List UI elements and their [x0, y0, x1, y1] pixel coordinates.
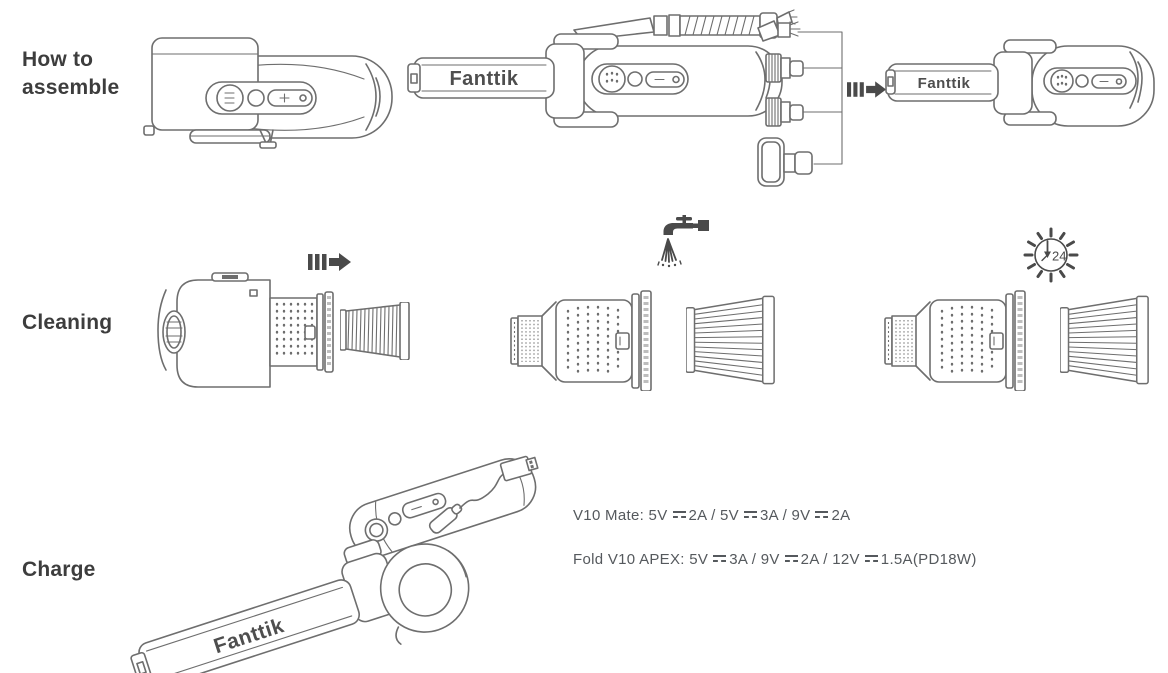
dc-symbol-icon	[672, 511, 686, 518]
filter-housing-rinse-illustration	[510, 284, 778, 396]
usb-cable-illustration	[428, 455, 539, 534]
dc-symbol-icon	[743, 511, 757, 518]
spec-amps: 3A	[729, 551, 748, 568]
assemble-label-line2: assemble	[22, 76, 120, 99]
spec-amps: 3A	[759, 507, 779, 524]
brush-nozzle-1	[765, 53, 804, 83]
brand-logo-assembled: Fanttik	[918, 75, 971, 92]
hose-end-fitting	[757, 20, 801, 42]
dc-symbol-icon	[784, 555, 798, 562]
unfolded-vacuum-with-hose-illustration: Fanttik	[406, 8, 798, 146]
hepa-filter-removed	[340, 302, 410, 360]
brush-nozzle-2	[765, 97, 804, 127]
spec-volts: 5V	[689, 551, 709, 568]
spec-separator: /	[706, 507, 721, 524]
section-label-charge: Charge	[22, 558, 96, 581]
spec-amps: 2A	[831, 507, 851, 524]
charging-vacuum-illustration: Fanttik	[98, 455, 563, 673]
charge-spec-line-2: Fold V10 APEX: 5V 3A / 9V 2A / 12V 1.5A(PD1…	[573, 551, 977, 568]
sun-hours-label: 24	[1052, 249, 1066, 264]
charge-spec-line-1: V10 Mate: 5V 2A / 5V 3A / 9V 2A	[573, 507, 850, 524]
spec-separator: /	[818, 551, 833, 568]
spec-separator: /	[747, 551, 761, 568]
water-tap-icon	[656, 214, 712, 272]
spec-volts: 9V	[760, 551, 780, 568]
wide-nozzle	[757, 137, 813, 187]
spec-separator: /	[778, 507, 792, 524]
spec-volts: 5V	[720, 507, 739, 524]
folded-vacuum-illustration	[140, 30, 398, 152]
dc-symbol-icon	[815, 511, 829, 518]
spec-volts: 5V	[648, 507, 668, 524]
spec-amps: 2A	[800, 551, 819, 568]
section-label-cleaning: Cleaning	[22, 311, 113, 334]
brand-logo-unfolded: Fanttik	[449, 68, 518, 90]
vacuum-filter-removal-illustration	[150, 266, 412, 390]
dc-symbol-icon	[713, 555, 727, 562]
section-label-assemble: How to assemble	[22, 46, 119, 102]
spec-amps: 1.5A(PD18W)	[880, 551, 977, 568]
spec-volts: 9V	[791, 507, 811, 524]
spec-model: Fold V10 APEX:	[573, 551, 690, 568]
attachments-bracket	[795, 31, 843, 165]
attachments-group-illustration	[756, 16, 856, 188]
spec-amps: 2A	[688, 507, 707, 524]
assemble-label-line1: How to	[22, 48, 94, 71]
filter-housing-dry-illustration	[884, 284, 1152, 396]
insert-arrow-icon	[847, 80, 887, 99]
spec-volts: 12V	[832, 551, 860, 568]
dc-symbol-icon	[864, 555, 878, 562]
sun-24h-icon: 24	[1020, 224, 1086, 284]
spec-model: V10 Mate:	[573, 507, 649, 524]
assembled-vacuum-illustration: Fanttik	[885, 39, 1158, 132]
